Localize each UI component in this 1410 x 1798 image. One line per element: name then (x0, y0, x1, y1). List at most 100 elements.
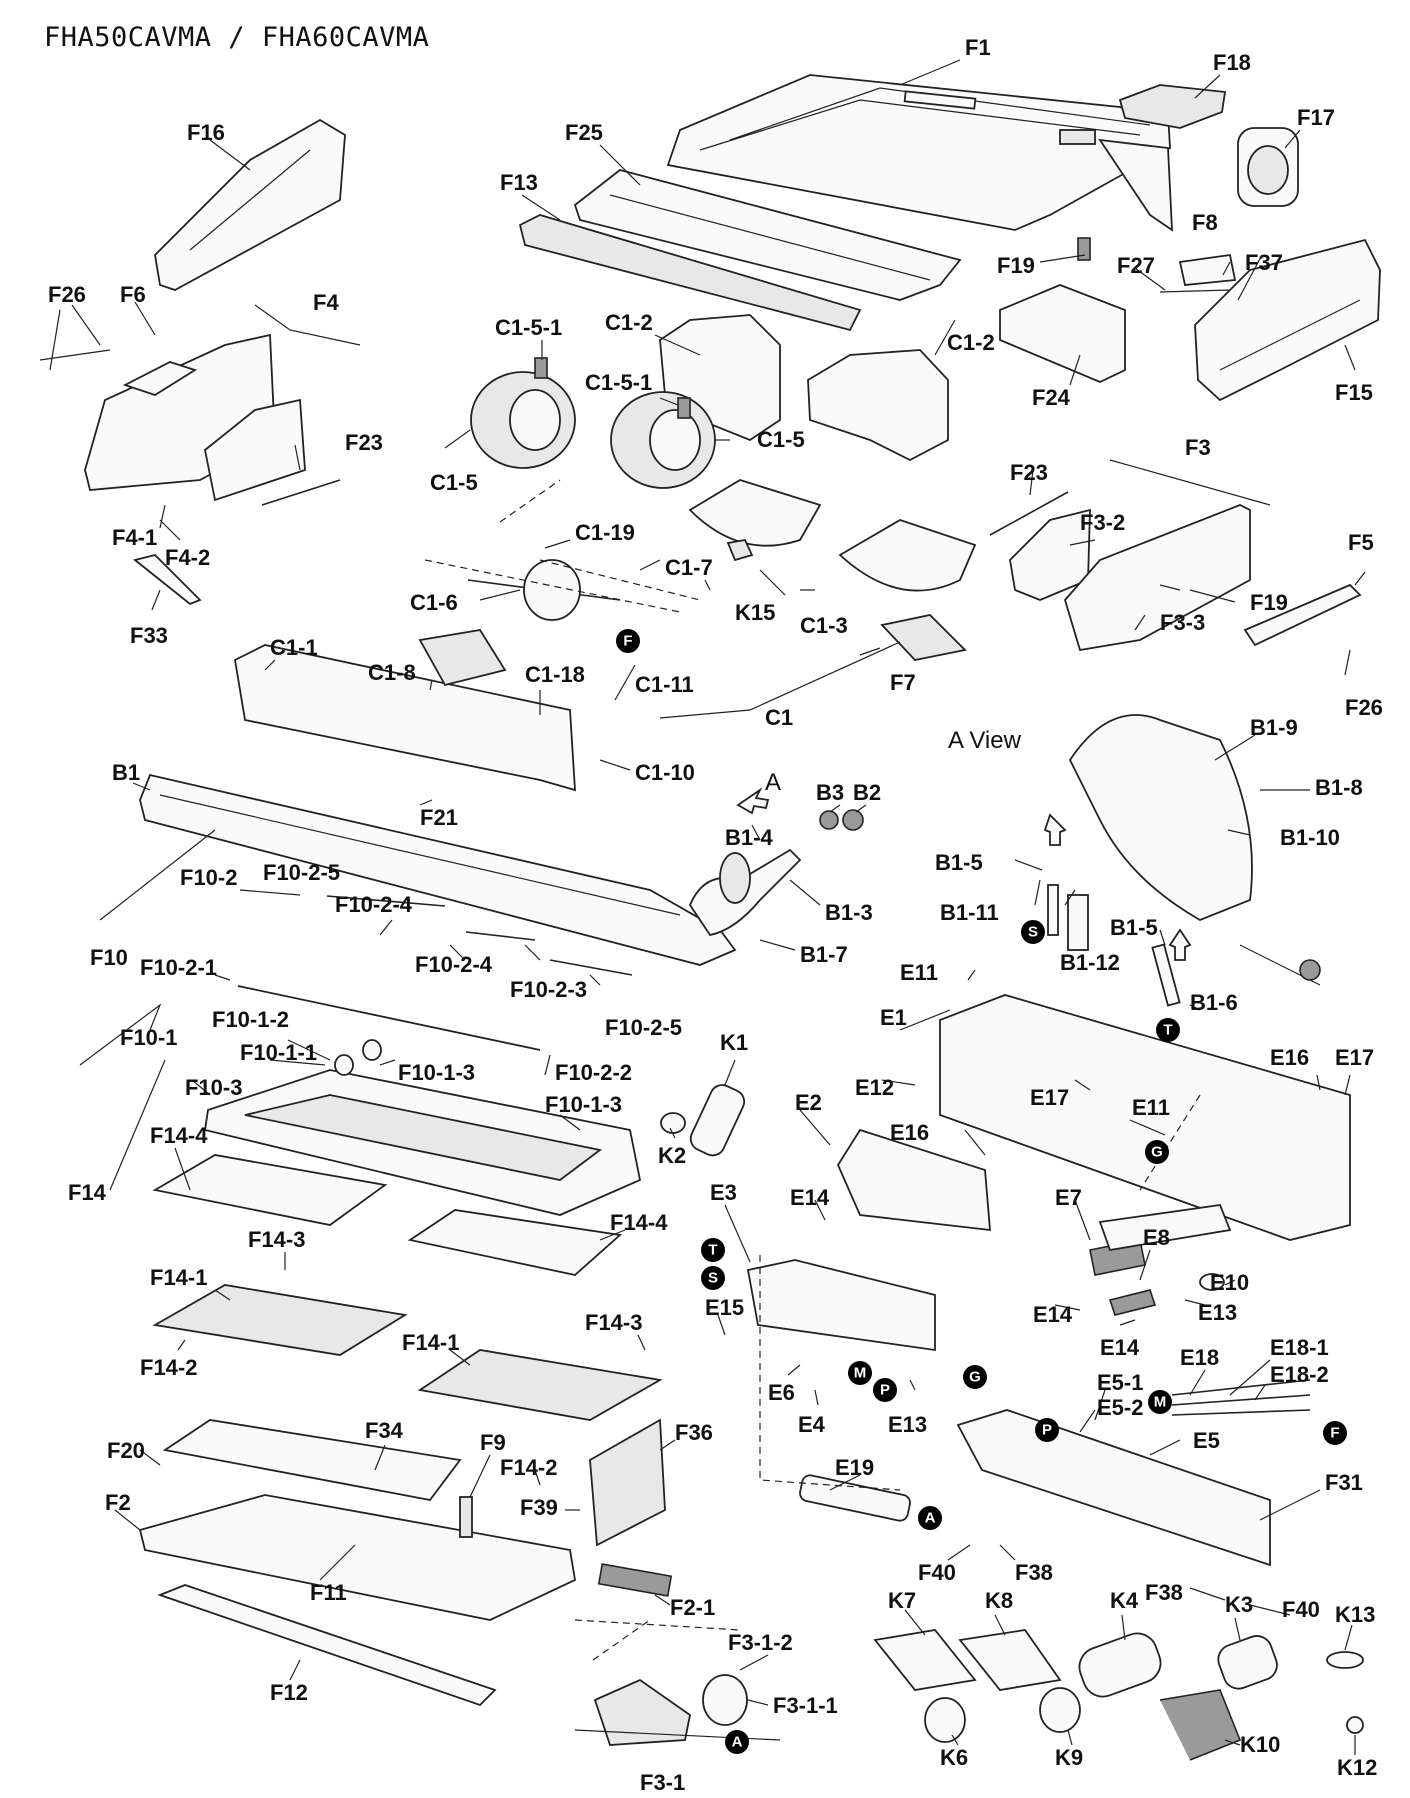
label-f14-2a: F14-2 (140, 1355, 197, 1380)
label-f3-1-2: F3-1-2 (728, 1630, 793, 1655)
label-f4-1: F4-1 (112, 525, 157, 550)
part-b1-12-sensor (1067, 894, 1089, 951)
label-f26b: F26 (1345, 695, 1383, 720)
svg-text:G: G (1151, 1144, 1163, 1161)
label-f4-2: F4-2 (165, 545, 210, 570)
label-b1-12: B1-12 (1060, 950, 1120, 975)
label-e18-2: E18-2 (1270, 1362, 1329, 1387)
svg-text:M: M (854, 1365, 867, 1382)
label-b2: B2 (853, 780, 881, 805)
label-b1-3: B1-3 (825, 900, 873, 925)
svg-text:S: S (708, 1270, 718, 1287)
label-f39: F39 (520, 1495, 558, 1520)
svg-text:P: P (880, 1382, 890, 1399)
label-c1-1: C1-1 (270, 635, 318, 660)
part-f26-bolt-left (39, 349, 111, 361)
part-e3-pcb (746, 1259, 936, 1352)
label-f40a: F40 (918, 1560, 956, 1585)
label-f17: F17 (1297, 105, 1335, 130)
svg-text:A: A (925, 1510, 936, 1527)
view-arrows-a-view (1043, 813, 1192, 961)
label-f33: F33 (130, 623, 168, 648)
svg-text:F: F (1330, 1425, 1339, 1442)
label-c1-19: C1-19 (575, 520, 635, 545)
part-k2-clip (660, 1112, 686, 1134)
part-f1-top-plate (666, 74, 1173, 232)
part-c1-1-base (234, 629, 576, 792)
part-b1-heat-exchanger (139, 773, 737, 966)
dashed-guides (424, 479, 1201, 1661)
label-k7: K7 (888, 1588, 916, 1613)
label-f2-1: F2-1 (670, 1595, 715, 1620)
label-e6: E6 (768, 1380, 795, 1405)
label-b1-5b: B1-5 (1110, 915, 1158, 940)
label-c1-5b: C1-5 (757, 427, 805, 452)
label-f40b: F40 (1282, 1597, 1320, 1622)
label-f21: F21 (420, 805, 458, 830)
label-f8: F8 (1192, 210, 1218, 235)
part-f10-drain-pan (203, 1069, 642, 1216)
label-f10-2-2: F10-2-2 (555, 1060, 632, 1085)
part-f3-1-swing-motor (593, 1674, 748, 1746)
connector-mark-p-harness: P (1035, 1418, 1059, 1442)
label-f24: F24 (1032, 385, 1071, 410)
label-f3-3: F3-3 (1160, 610, 1205, 635)
part-f7-plate (880, 614, 967, 661)
label-f14-3a: F14-3 (248, 1227, 305, 1252)
part-e10-clamp (1199, 1273, 1225, 1291)
label-c1-8: C1-8 (368, 660, 416, 685)
part-f8-bracket (1159, 253, 1237, 293)
part-c1-2-housing-right (807, 349, 949, 462)
label-b1-11: B1-11 (940, 900, 999, 925)
part-labels: F1 F18 F17 F16 F25 F13 F19 F27 F8 F37 F2… (48, 35, 1383, 1795)
label-c1-5-1a: C1-5-1 (495, 315, 562, 340)
part-f10-2-5-strip-right (549, 959, 633, 976)
part-c1-3-scroll-right (838, 519, 977, 592)
svg-text:A: A (732, 1734, 743, 1751)
label-b1-9: B1-9 (1250, 715, 1298, 740)
part-b2-nut (842, 809, 864, 831)
part-k1-insulation (689, 1084, 746, 1157)
label-f14: F14 (68, 1180, 107, 1205)
label-e5-2: E5-2 (1097, 1395, 1143, 1420)
label-e5: E5 (1193, 1428, 1220, 1453)
part-f4-side-frame (84, 333, 306, 502)
part-f10-2-5-strip-left (326, 895, 446, 907)
label-c1-3: C1-3 (800, 613, 848, 638)
view-arrow (736, 787, 770, 815)
part-f13-panel (518, 214, 862, 332)
connector-mark-m-harness: M (1148, 1390, 1172, 1414)
label-b1-6: B1-6 (1190, 990, 1238, 1015)
label-f2: F2 (105, 1490, 131, 1515)
part-f3-side-frame (1063, 504, 1251, 652)
svg-text:F: F (623, 633, 632, 650)
part-e8-terminal (1108, 1289, 1157, 1316)
part-c1-5-fan-left (470, 371, 576, 469)
label-e14b: E14 (1033, 1302, 1073, 1327)
label-f10-1-1: F10-1-1 (240, 1040, 317, 1065)
label-b1-10: B1-10 (1280, 825, 1340, 850)
label-e16b: E16 (890, 1120, 929, 1145)
label-e17b: E17 (1030, 1085, 1069, 1110)
connector-mark-f-motor: F (616, 629, 640, 653)
svg-text:T: T (1163, 1022, 1172, 1039)
connector-mark-g-pcb: G (963, 1365, 987, 1389)
part-e19-harness (799, 1474, 911, 1522)
label-e15: E15 (705, 1295, 744, 1320)
connector-mark-t-sensor: T (1156, 1018, 1180, 1042)
part-f34-grille (162, 1419, 462, 1501)
label-f19a: F19 (997, 253, 1035, 278)
svg-text:M: M (1154, 1394, 1167, 1411)
part-f10-1-1-plug (334, 1054, 354, 1076)
label-f10-2: F10-2 (180, 865, 237, 890)
label-e7: E7 (1055, 1185, 1082, 1210)
label-f10-2-4a: F10-2-4 (335, 892, 413, 917)
label-f23a: F23 (345, 430, 383, 455)
part-f31-panel (956, 1409, 1271, 1567)
label-e14c: E14 (1100, 1335, 1140, 1360)
part-f36-panel (589, 1418, 666, 1547)
label-f38b: F38 (1145, 1580, 1183, 1605)
label-e1: E1 (880, 1005, 907, 1030)
part-c1-6-motor (467, 559, 621, 621)
part-f33-strip (133, 554, 202, 606)
